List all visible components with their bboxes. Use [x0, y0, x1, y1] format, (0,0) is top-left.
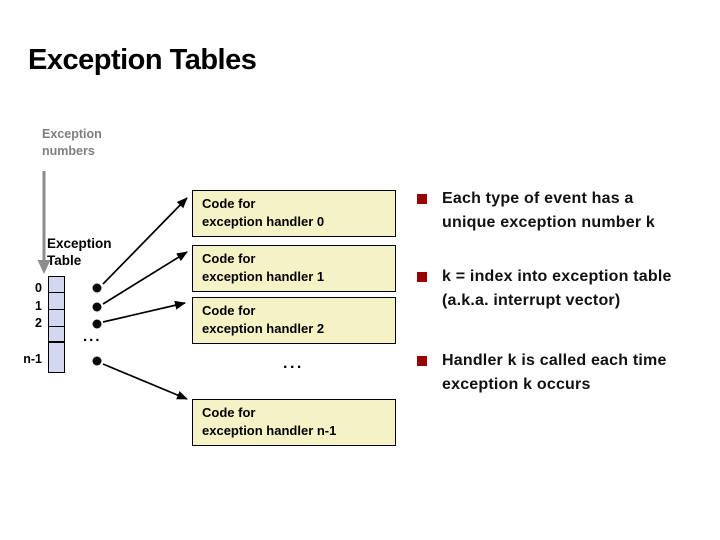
handler-box-0: Code for exception handler 0: [192, 190, 396, 237]
bullet-text: Handler k is called each time exception …: [442, 352, 667, 393]
table-ellipsis: ...: [83, 328, 102, 345]
table-row-label-n-1: n-1: [23, 352, 42, 366]
arrow-to-handler-2: [102, 300, 186, 323]
table-cell-n-1: [49, 343, 64, 372]
table-cell-0: [49, 277, 64, 293]
table-row-label-2: 2: [35, 316, 42, 330]
page-title: Exception Tables: [28, 44, 257, 76]
vector-dot-1: [92, 302, 102, 312]
bullet-item: Each type of event has a unique exceptio…: [417, 187, 707, 235]
table-cell-2: [49, 310, 64, 327]
arrow-to-handler-0: [102, 197, 188, 285]
handler-box-1: Code for exception handler 1: [192, 245, 396, 292]
vector-dot-n-1: [92, 356, 102, 366]
square-bullet-icon: [417, 272, 427, 282]
bullet-item: k = index into exception table (a.k.a. i…: [417, 265, 707, 313]
table-cell-1: [49, 293, 64, 310]
table-cell-gap: [49, 327, 64, 343]
arrow-to-handler-n-1: [102, 363, 188, 400]
table-row-label-1: 1: [35, 299, 42, 313]
arrow-to-handler-1: [102, 251, 188, 305]
handler-box-2: Code for exception handler 2: [192, 297, 396, 344]
exception-numbers-label: Exception numbers: [42, 127, 102, 158]
bullet-text: k = index into exception table (a.k.a. i…: [442, 268, 672, 309]
handler-box-n-1: Code for exception handler n-1: [192, 399, 396, 446]
bullet-item: Handler k is called each time exception …: [417, 349, 707, 397]
exception-table: [48, 276, 65, 373]
exception-table-label: Exception Table: [47, 236, 112, 268]
square-bullet-icon: [417, 356, 427, 366]
handlers-ellipsis: ...: [283, 355, 304, 372]
table-row-label-0: 0: [35, 281, 42, 295]
square-bullet-icon: [417, 194, 427, 204]
bullet-text: Each type of event has a unique exceptio…: [442, 190, 656, 231]
vector-dot-0: [92, 283, 102, 293]
